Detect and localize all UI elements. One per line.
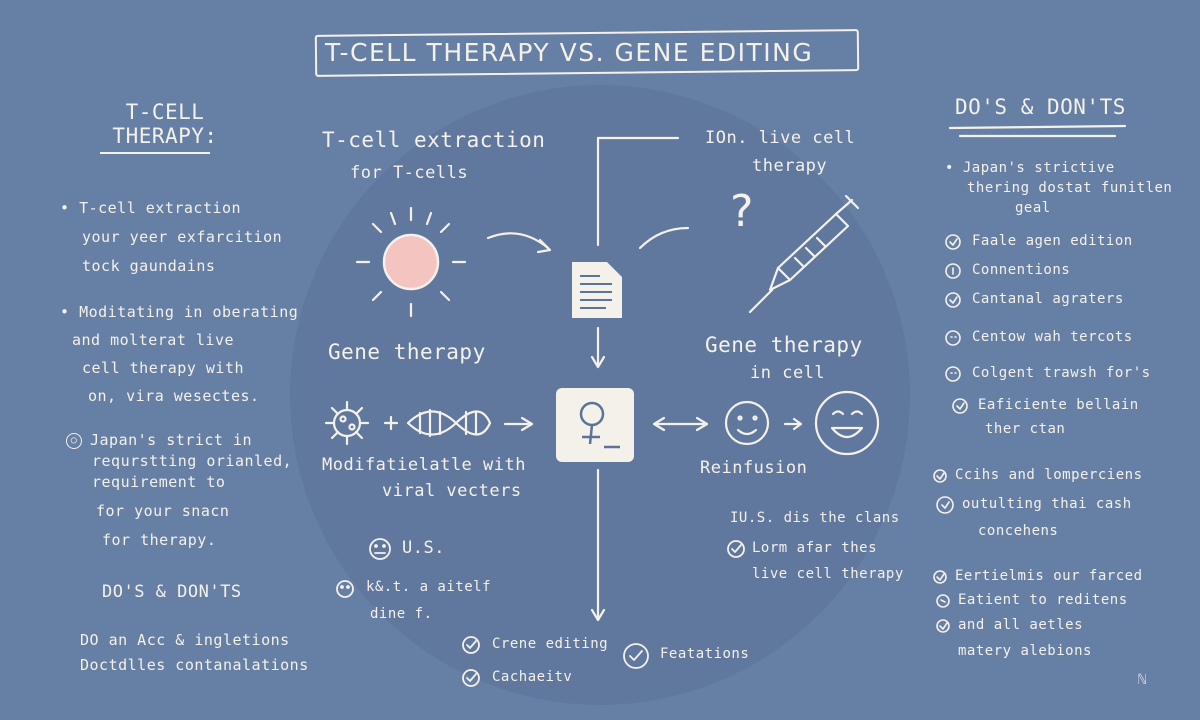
ius-text: IU.S. dis the clans xyxy=(730,510,900,526)
lorm-text: Lorm afar thes xyxy=(752,540,878,556)
question-mark: ? xyxy=(728,186,755,237)
syringe-icon xyxy=(748,194,860,314)
check-circle-icon xyxy=(462,636,480,654)
live-cell-sub: therapy xyxy=(752,156,828,176)
left-heading-line-2: THERAPY: xyxy=(112,124,218,148)
left-b1-line-3: tock gaundains xyxy=(82,257,216,275)
live-cell-therapy-text: live cell therapy xyxy=(752,566,904,582)
left-b1-line-1: T-cell extraction xyxy=(79,199,242,217)
extraction-sub: for T-cells xyxy=(350,163,469,183)
extraction-title: T-cell extraction xyxy=(322,128,546,152)
arrow-to-document xyxy=(486,232,550,250)
check-circle-icon xyxy=(462,669,480,687)
left-do-line-1: DO an Acc & ingletions xyxy=(80,631,290,649)
page-title: T-CELL THERAPY VS. GENE EDITING xyxy=(325,38,814,67)
smiley-face-icon xyxy=(724,400,770,446)
right-item-7: ther ctan xyxy=(985,421,1066,437)
right-item-4: Centow wah tercots xyxy=(972,329,1133,345)
modification-text: Modifatielatle with xyxy=(322,455,526,475)
laughing-face-icon xyxy=(814,390,880,456)
small-face-icon xyxy=(336,580,354,598)
left-heading-underline xyxy=(100,152,210,154)
right-item-1: Faale agen edition xyxy=(972,233,1133,249)
right-item2-3: concehens xyxy=(978,523,1059,539)
check-circle-icon: ○ xyxy=(66,432,82,449)
bullet-dot: • xyxy=(60,303,80,321)
virus-icon xyxy=(324,400,370,446)
right-item-5: Colgent trawsh for's xyxy=(972,365,1151,381)
signature-mark: ℕ xyxy=(1138,672,1147,688)
us-note-2: dine f. xyxy=(370,606,433,622)
right-check-icons xyxy=(933,234,968,633)
featations-label: Featations xyxy=(660,646,750,662)
right-intro-line-2: thering dostat funitlen xyxy=(967,180,1173,196)
right-intro-line-1: Japan's strictive xyxy=(962,160,1115,176)
live-cell-title: IOn. live cell xyxy=(705,128,856,148)
crene-editing-label: Crene editing xyxy=(492,636,609,652)
reinfusion-label: Reinfusion xyxy=(700,458,808,478)
right-heading-underline xyxy=(948,124,1127,130)
right-intro: • Japan's strictive thering dostat funit… xyxy=(945,158,1172,218)
check-circle-icon xyxy=(623,643,649,669)
t-cell-icon xyxy=(355,206,467,318)
right-item2-2: outulting thai cash xyxy=(962,496,1132,512)
person-box-icon xyxy=(556,388,634,462)
left-dos-donts: DO'S & DON'TS xyxy=(102,582,242,602)
arrowhead xyxy=(590,355,606,369)
us-note: k&.t. a aitelf xyxy=(366,579,492,595)
bullet-dot: • xyxy=(60,199,80,217)
left-bullet-3: ○ Japan's strict in requrstting orianled,… xyxy=(66,430,292,551)
left-bullet-1: • T-cell extraction your yeer exfarcitio… xyxy=(60,198,282,277)
left-b3-line-2: requrstting orianled, xyxy=(92,452,293,470)
right-intro-line-3: geal xyxy=(1015,200,1051,216)
left-b2-line-1: Moditating in oberating xyxy=(79,303,299,321)
left-do-line-2: Doctdlles contanalations xyxy=(80,656,309,674)
frown-face-icon xyxy=(369,538,391,560)
right-item-3: Cantanal agraters xyxy=(972,291,1124,307)
us-label: U.S. xyxy=(402,538,445,558)
gene-therapy-left: Gene therapy xyxy=(328,340,486,364)
left-b3-line-1: Japan's strict in xyxy=(90,431,253,449)
right-item2-1: Ccihs and lomperciens xyxy=(955,467,1143,483)
left-b2-line-3: cell therapy with xyxy=(82,359,245,377)
bullet-dot: • xyxy=(945,160,963,176)
arrowhead xyxy=(590,608,606,622)
gene-therapy-right: Gene therapy xyxy=(705,333,863,357)
left-do-lines: DO an Acc & ingletions Doctdlles contana… xyxy=(80,630,309,676)
left-b2-line-4: on, vira wesectes. xyxy=(88,387,260,405)
arrowhead xyxy=(652,416,666,432)
right-item2-4: Eertielmis our farced xyxy=(955,568,1143,584)
left-heading-line-1: T-CELL xyxy=(125,100,205,124)
check-circle-icon xyxy=(727,540,745,558)
left-b1-line-2: your yeer exfarcition xyxy=(82,228,283,246)
right-item2-5: Eatient to reditens xyxy=(958,592,1128,608)
left-bullet-2: • Moditating in oberating and molterat l… xyxy=(60,302,298,407)
document-icon xyxy=(572,262,622,318)
left-b3-line-3: requirement to xyxy=(92,473,226,491)
right-item2-7: matery alebions xyxy=(958,643,1092,659)
left-heading: T-CELL THERAPY: xyxy=(110,100,220,148)
arrowhead xyxy=(792,417,803,431)
cachaeitv-label: Cachaeitv xyxy=(492,669,573,685)
curve-to-question xyxy=(638,226,690,250)
dna-icon xyxy=(406,408,492,438)
left-b3-line-4: for your snacn xyxy=(96,502,230,520)
left-b3-line-5: for therapy. xyxy=(102,531,217,549)
left-b2-line-2: and molterat live xyxy=(72,331,235,349)
right-item-2: Connentions xyxy=(972,262,1071,278)
arrowhead xyxy=(536,238,552,254)
arrowhead xyxy=(520,416,534,432)
arrowhead xyxy=(695,416,709,432)
gene-therapy-right-sub: in cell xyxy=(750,363,826,383)
viral-vectors-text: viral vecters xyxy=(382,481,522,501)
right-heading: DO'S & DON'TS xyxy=(955,95,1126,119)
right-item-6: Eaficiente bellain xyxy=(978,397,1139,413)
plus-icon xyxy=(383,415,399,431)
right-item2-6: and all aetles xyxy=(958,617,1084,633)
